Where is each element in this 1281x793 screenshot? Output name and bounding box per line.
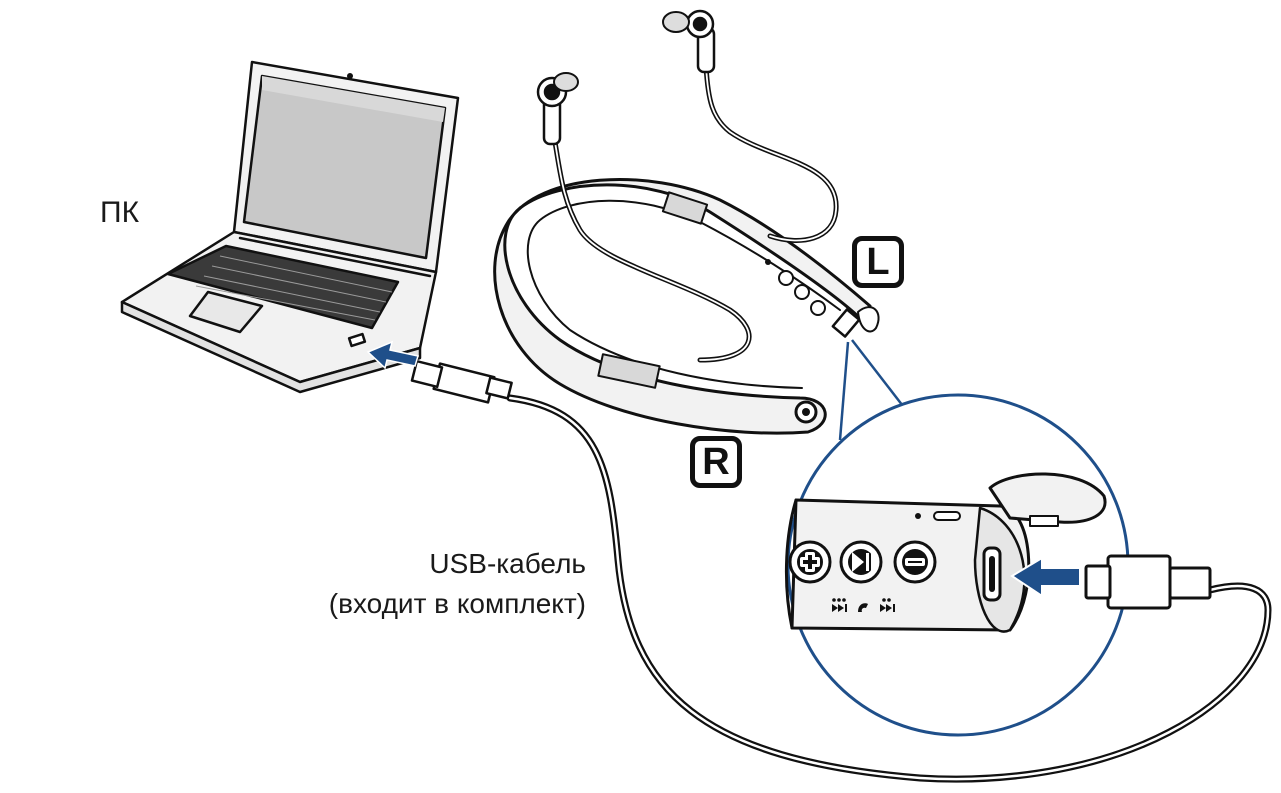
laptop-touchpad: [188, 290, 264, 334]
earphone-cables: [550, 63, 839, 363]
button-function-icons: [832, 598, 895, 612]
plus-icon: [797, 549, 823, 575]
right-side-badge: R: [690, 436, 742, 488]
laptop-keyboard: [166, 244, 400, 330]
play-pause-button: [839, 540, 883, 584]
pc-label: ПК: [100, 196, 140, 229]
usb-a-plug: [410, 359, 513, 404]
earbud-right: [536, 72, 579, 146]
usb-cable: [506, 394, 1272, 783]
play-pause-icon: [848, 549, 874, 575]
usb-cable-label: USB-кабель (входит в комплект): [329, 544, 586, 624]
arrow-left-icon: [1010, 556, 1081, 598]
volume-up-button: [788, 540, 832, 584]
neckband-headset: [493, 178, 880, 435]
left-side-badge: L: [852, 236, 904, 288]
keyboard-keys: [195, 255, 393, 321]
usb-cable-label-line2: (входит в комплект): [328, 588, 586, 619]
laptop: [120, 60, 460, 394]
micro-usb-plug: [1084, 554, 1212, 610]
usb-cable-label-line1: USB-кабель: [429, 548, 586, 579]
earbud-left: [662, 9, 716, 74]
volume-down-button: [893, 540, 937, 584]
minus-icon: [902, 549, 928, 575]
arrow-left-icon: [366, 340, 419, 370]
